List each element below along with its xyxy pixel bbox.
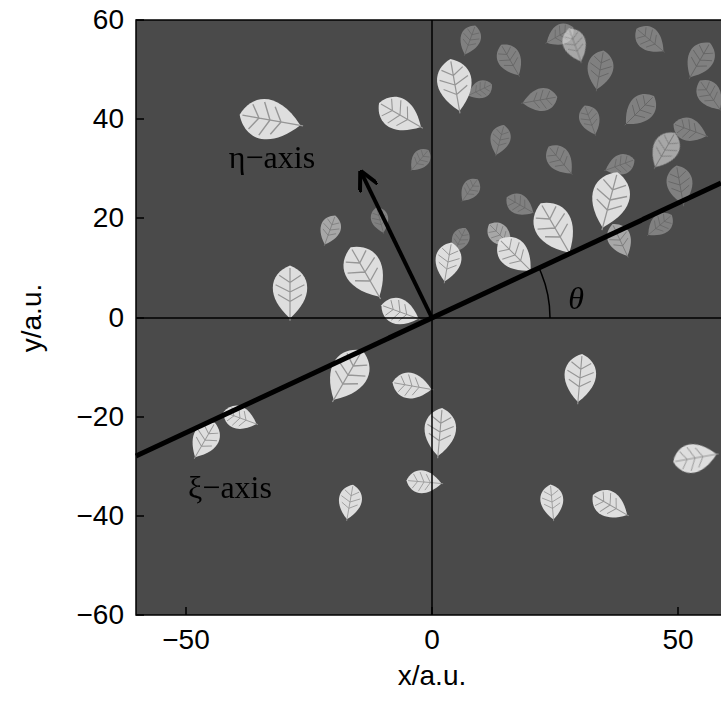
tick-label: 0 — [424, 626, 440, 654]
tick-label: 40 — [93, 105, 124, 133]
axis-title: x/a.u. — [398, 662, 466, 690]
leaves — [183, 20, 721, 527]
tick-label: 20 — [93, 204, 124, 232]
image-ground — [136, 20, 721, 615]
xi-axis-line — [136, 183, 721, 456]
tick-label: −40 — [77, 502, 125, 530]
axis-name: η−axis — [229, 141, 315, 173]
eta-axis-arrow — [362, 174, 432, 318]
axis-name: ξ−axis — [188, 471, 272, 503]
tick-label: 50 — [662, 626, 693, 654]
axis-title: y/a.u. — [18, 284, 46, 352]
frame — [136, 20, 721, 615]
tick-label: −60 — [77, 601, 125, 629]
tick-label: −50 — [162, 626, 210, 654]
angle-label: θ — [568, 282, 584, 314]
tick-label: 0 — [108, 304, 124, 332]
tick-label: −20 — [77, 403, 125, 431]
axis-lines — [136, 20, 721, 615]
tick-label: 60 — [93, 6, 124, 34]
theta-arc — [539, 268, 550, 318]
